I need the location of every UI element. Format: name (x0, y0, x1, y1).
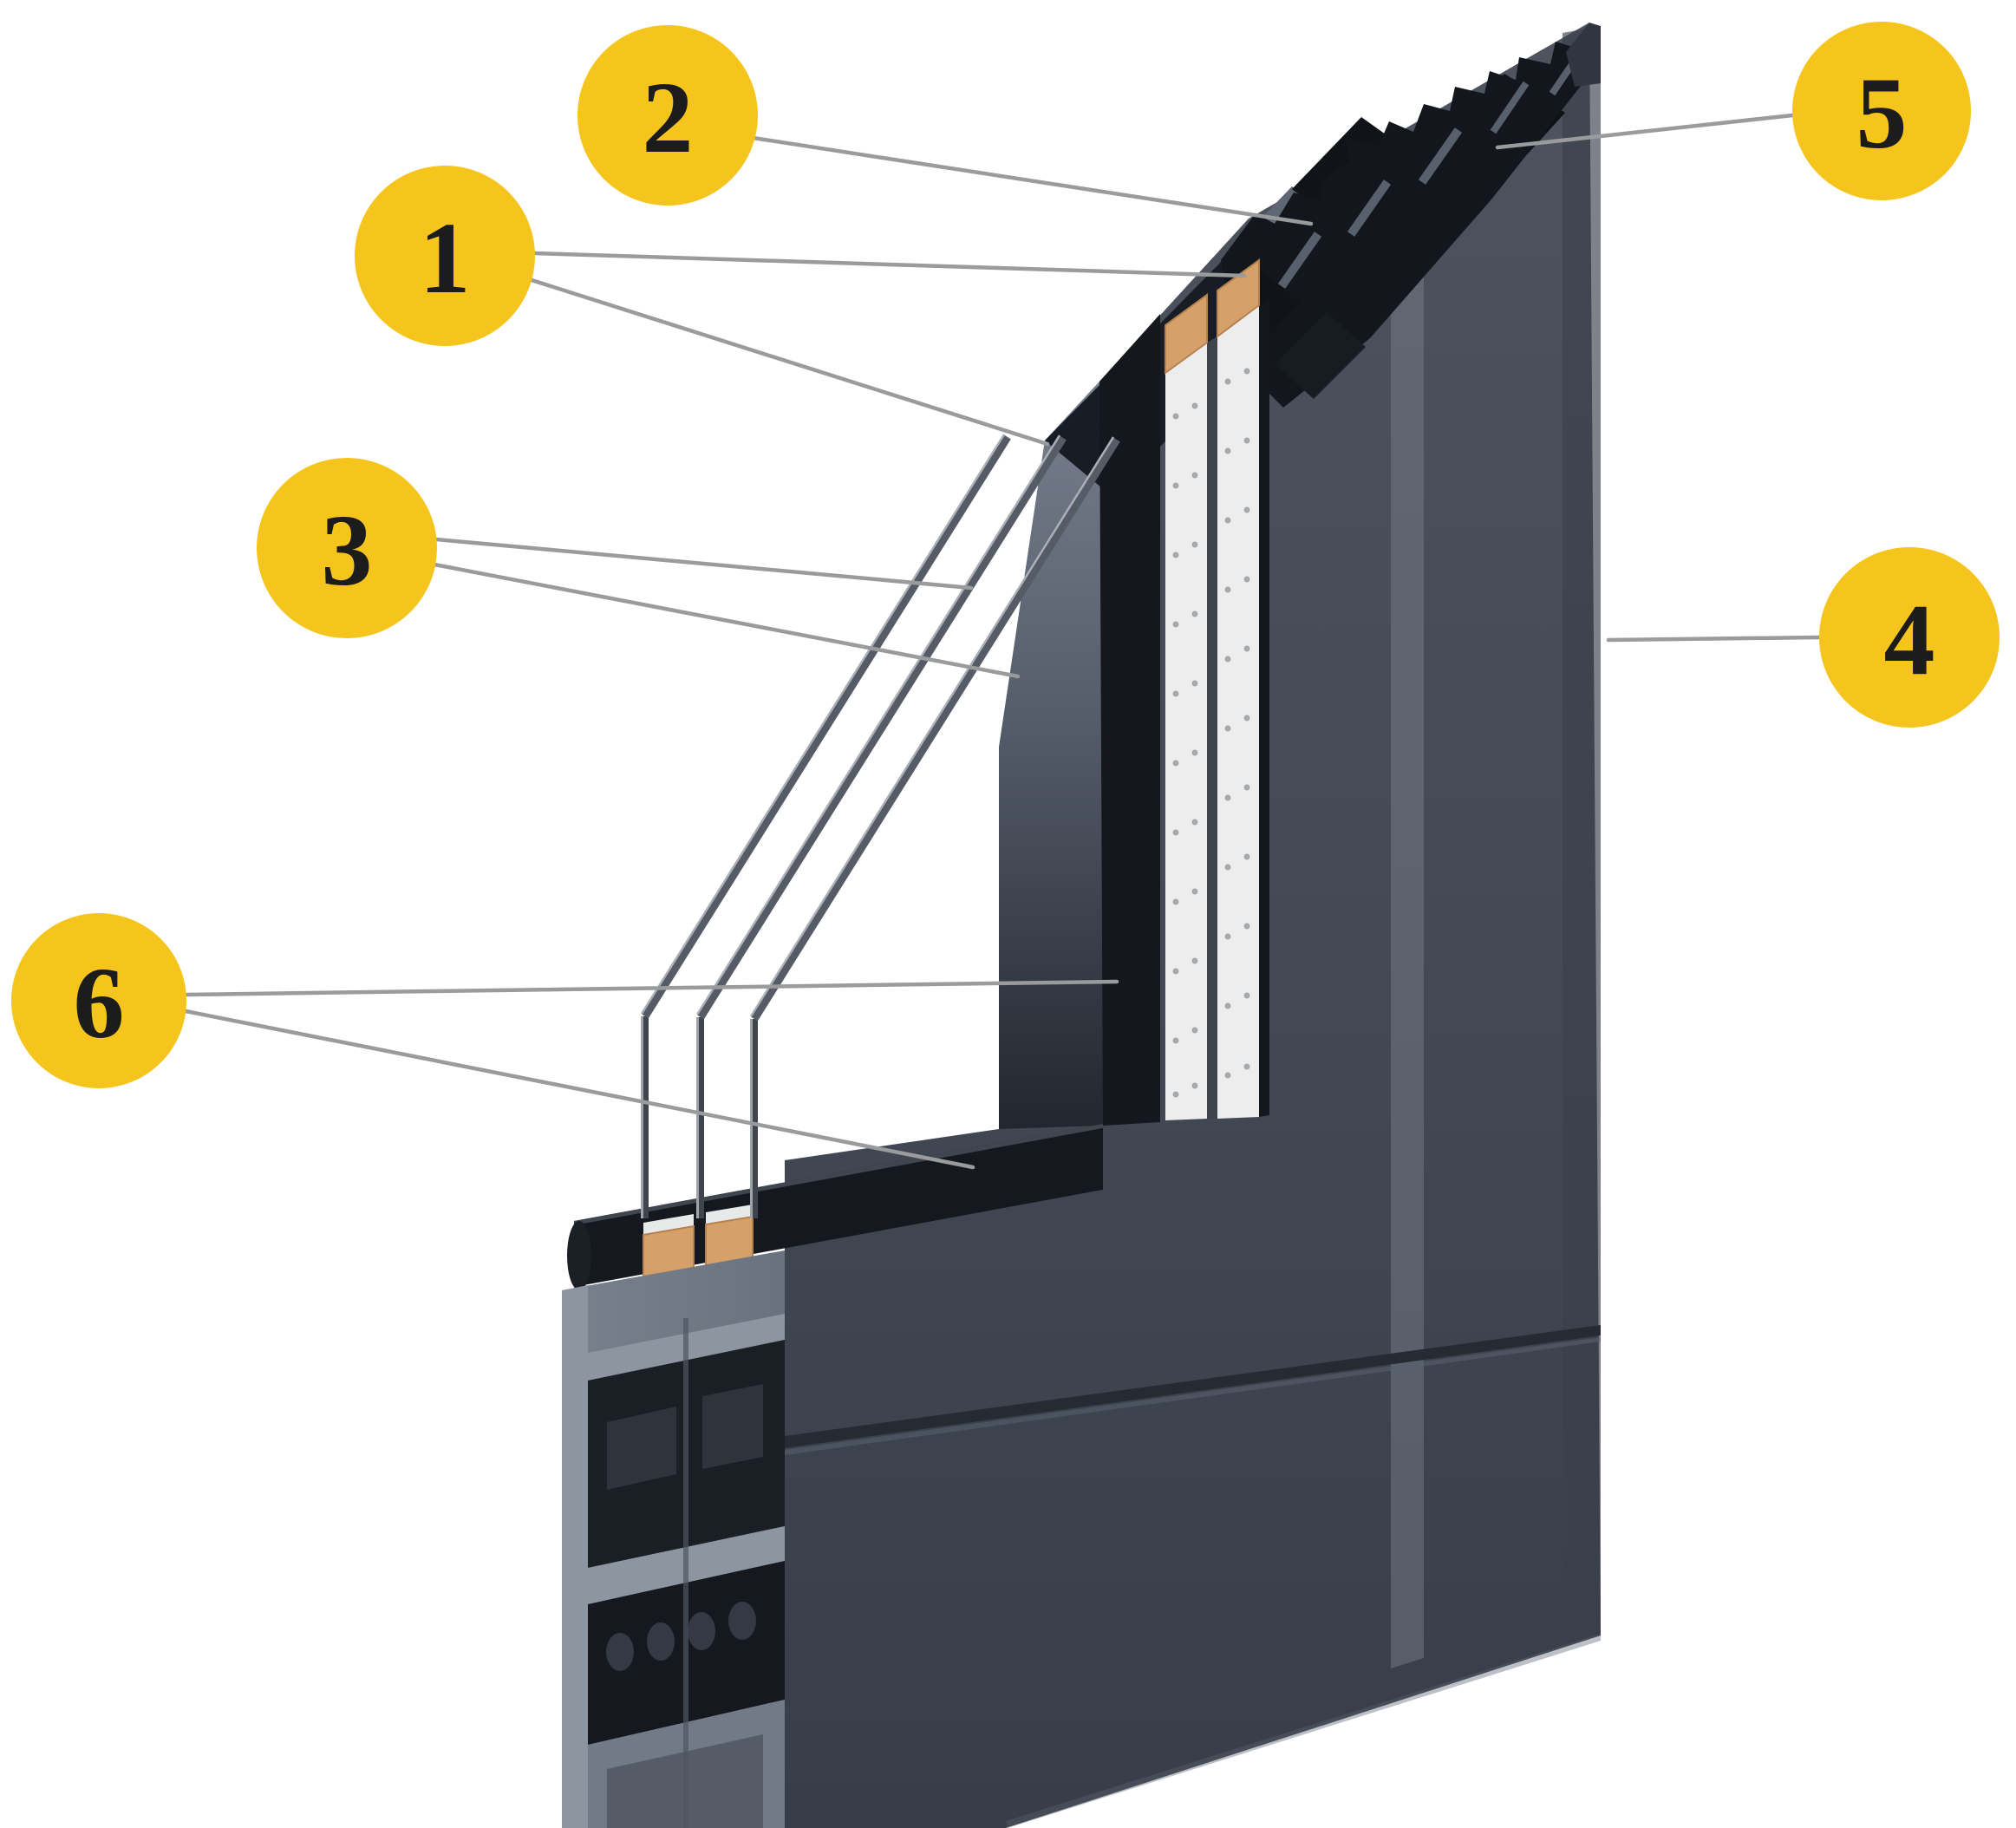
bead-top-highlight (574, 1124, 1103, 1225)
thermal-break-holes (606, 1602, 756, 1671)
leader-line-5-1 (1495, 113, 1795, 150)
slab-top-lip (1566, 23, 1601, 87)
bottom-spacer-sliver-1 (643, 1214, 694, 1237)
callout-4: 4 (1819, 547, 2000, 728)
bottom-edge (1006, 1634, 1601, 1828)
window-illustration (562, 23, 1601, 1828)
callout-5: 5 (1792, 22, 1971, 200)
callout-circle-2 (577, 25, 758, 206)
pane3-diagonal-edge (751, 437, 1120, 1022)
bead-left-end (567, 1221, 591, 1290)
gasket-zone-detail-1 (607, 1407, 676, 1490)
callout-number-6: 6 (74, 946, 125, 1060)
callout-circle-6 (11, 913, 186, 1088)
frame-sash-groove (785, 1325, 1601, 1448)
spacer-bar-2 (1217, 305, 1259, 1119)
top-cut-ribs (1277, 53, 1582, 289)
pane1-diagonal-edge (642, 434, 1011, 1019)
spacer-bar-1 (1165, 343, 1207, 1120)
bottom-cross-section (562, 1250, 785, 1828)
pane2-diagonal-highlight (695, 434, 1061, 1015)
groove-highlight (785, 1337, 1601, 1455)
leader-line-1-1 (532, 251, 1247, 278)
pane2-vertical-highlight (696, 1017, 699, 1218)
callout-number-5: 5 (1856, 56, 1908, 170)
pane1-vertical-edge (641, 1016, 649, 1218)
gasket-zone-detail-2 (702, 1384, 763, 1469)
leader-line-6-2 (183, 1009, 975, 1170)
slab-highlight (1391, 173, 1424, 1668)
leader-line-4-1 (1606, 635, 1822, 643)
sash-reveal-face (999, 382, 1103, 1129)
leader-line-3-2 (432, 562, 1021, 679)
bottom-spacer-sliver-2 (706, 1205, 753, 1226)
pane1-vertical-highlight (641, 1016, 643, 1218)
pane2-vertical-edge (696, 1017, 704, 1218)
spacer-2-perforations (1224, 368, 1250, 1079)
leader-line-6-1 (184, 979, 1119, 997)
setting-block-top-2 (1217, 258, 1260, 338)
leader-line-1-2 (526, 277, 1050, 447)
callout-6: 6 (11, 913, 186, 1088)
spacer-1-perforations (1172, 402, 1198, 1098)
slab-edge-shade (1563, 26, 1601, 1648)
callout-circle-4 (1819, 547, 2000, 728)
callout-number-3: 3 (322, 493, 373, 607)
callout-circle-3 (257, 458, 437, 638)
glazing-panes (640, 434, 1120, 1218)
pane3-diagonal-highlight (749, 436, 1115, 1017)
pane2-diagonal-edge (697, 435, 1067, 1020)
callout-number-1: 1 (420, 201, 471, 315)
callout-1: 1 (355, 166, 535, 346)
hardware-detail-2 (1275, 312, 1366, 399)
callout-circle-1 (355, 166, 535, 346)
chamber-wall (683, 1318, 688, 1828)
cut-face-left-flange (562, 1285, 588, 1828)
glazing-edge-right-strip (1259, 298, 1269, 1117)
middle-pane-edge (1207, 336, 1217, 1119)
pane3-vertical-highlight (750, 1019, 753, 1218)
callout-circle-5 (1792, 22, 1971, 200)
pane1-diagonal-highlight (640, 434, 1006, 1015)
leader-line-3-1 (434, 537, 974, 591)
setting-block-top-1 (1165, 293, 1208, 375)
callout-layer: 1 2 3 4 5 6 (11, 22, 2000, 1170)
callout-number-2: 2 (643, 61, 694, 174)
pane3-vertical-edge (750, 1019, 758, 1218)
callout-number-4: 4 (1884, 583, 1935, 696)
callout-2: 2 (577, 25, 758, 206)
glazing-edge-black-strip (1099, 314, 1160, 1126)
leader-line-2-1 (745, 134, 1314, 226)
callout-3: 3 (257, 458, 437, 638)
